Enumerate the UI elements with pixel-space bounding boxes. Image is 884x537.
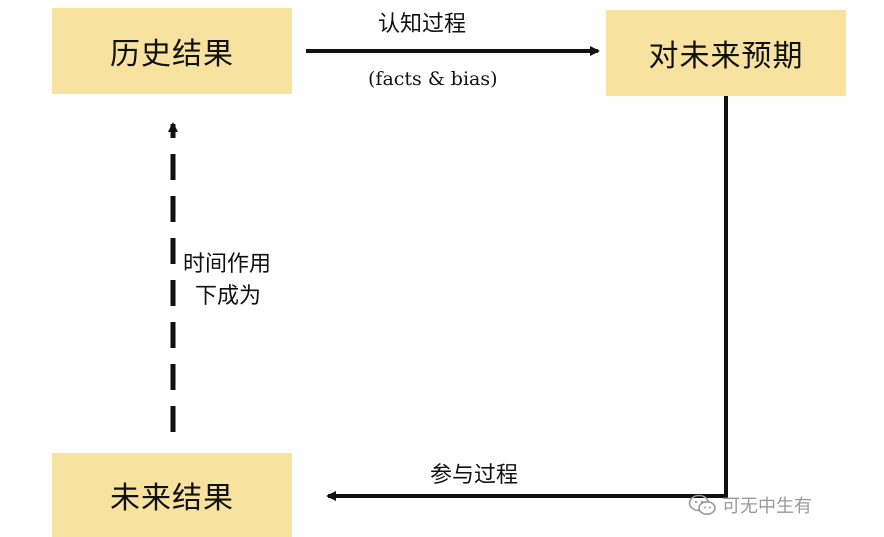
box-history-result: 历史结果 [52,8,292,94]
label-cognition-process: 认知过程 [378,12,467,37]
label-participation-process: 参与过程 [430,463,519,488]
arrow-participate [326,96,728,501]
watermark: 可无中生有 [688,492,812,518]
label-facts-bias: (facts & bias) [368,68,498,90]
watermark-text: 可无中生有 [722,496,812,517]
wechat-icon [688,494,716,515]
label-time-line1: 时间作用 [183,252,272,277]
box-future-result: 未来结果 [52,453,292,537]
label-time-line2: 下成为 [195,284,262,309]
box-future-expectation: 对未来预期 [606,10,846,96]
